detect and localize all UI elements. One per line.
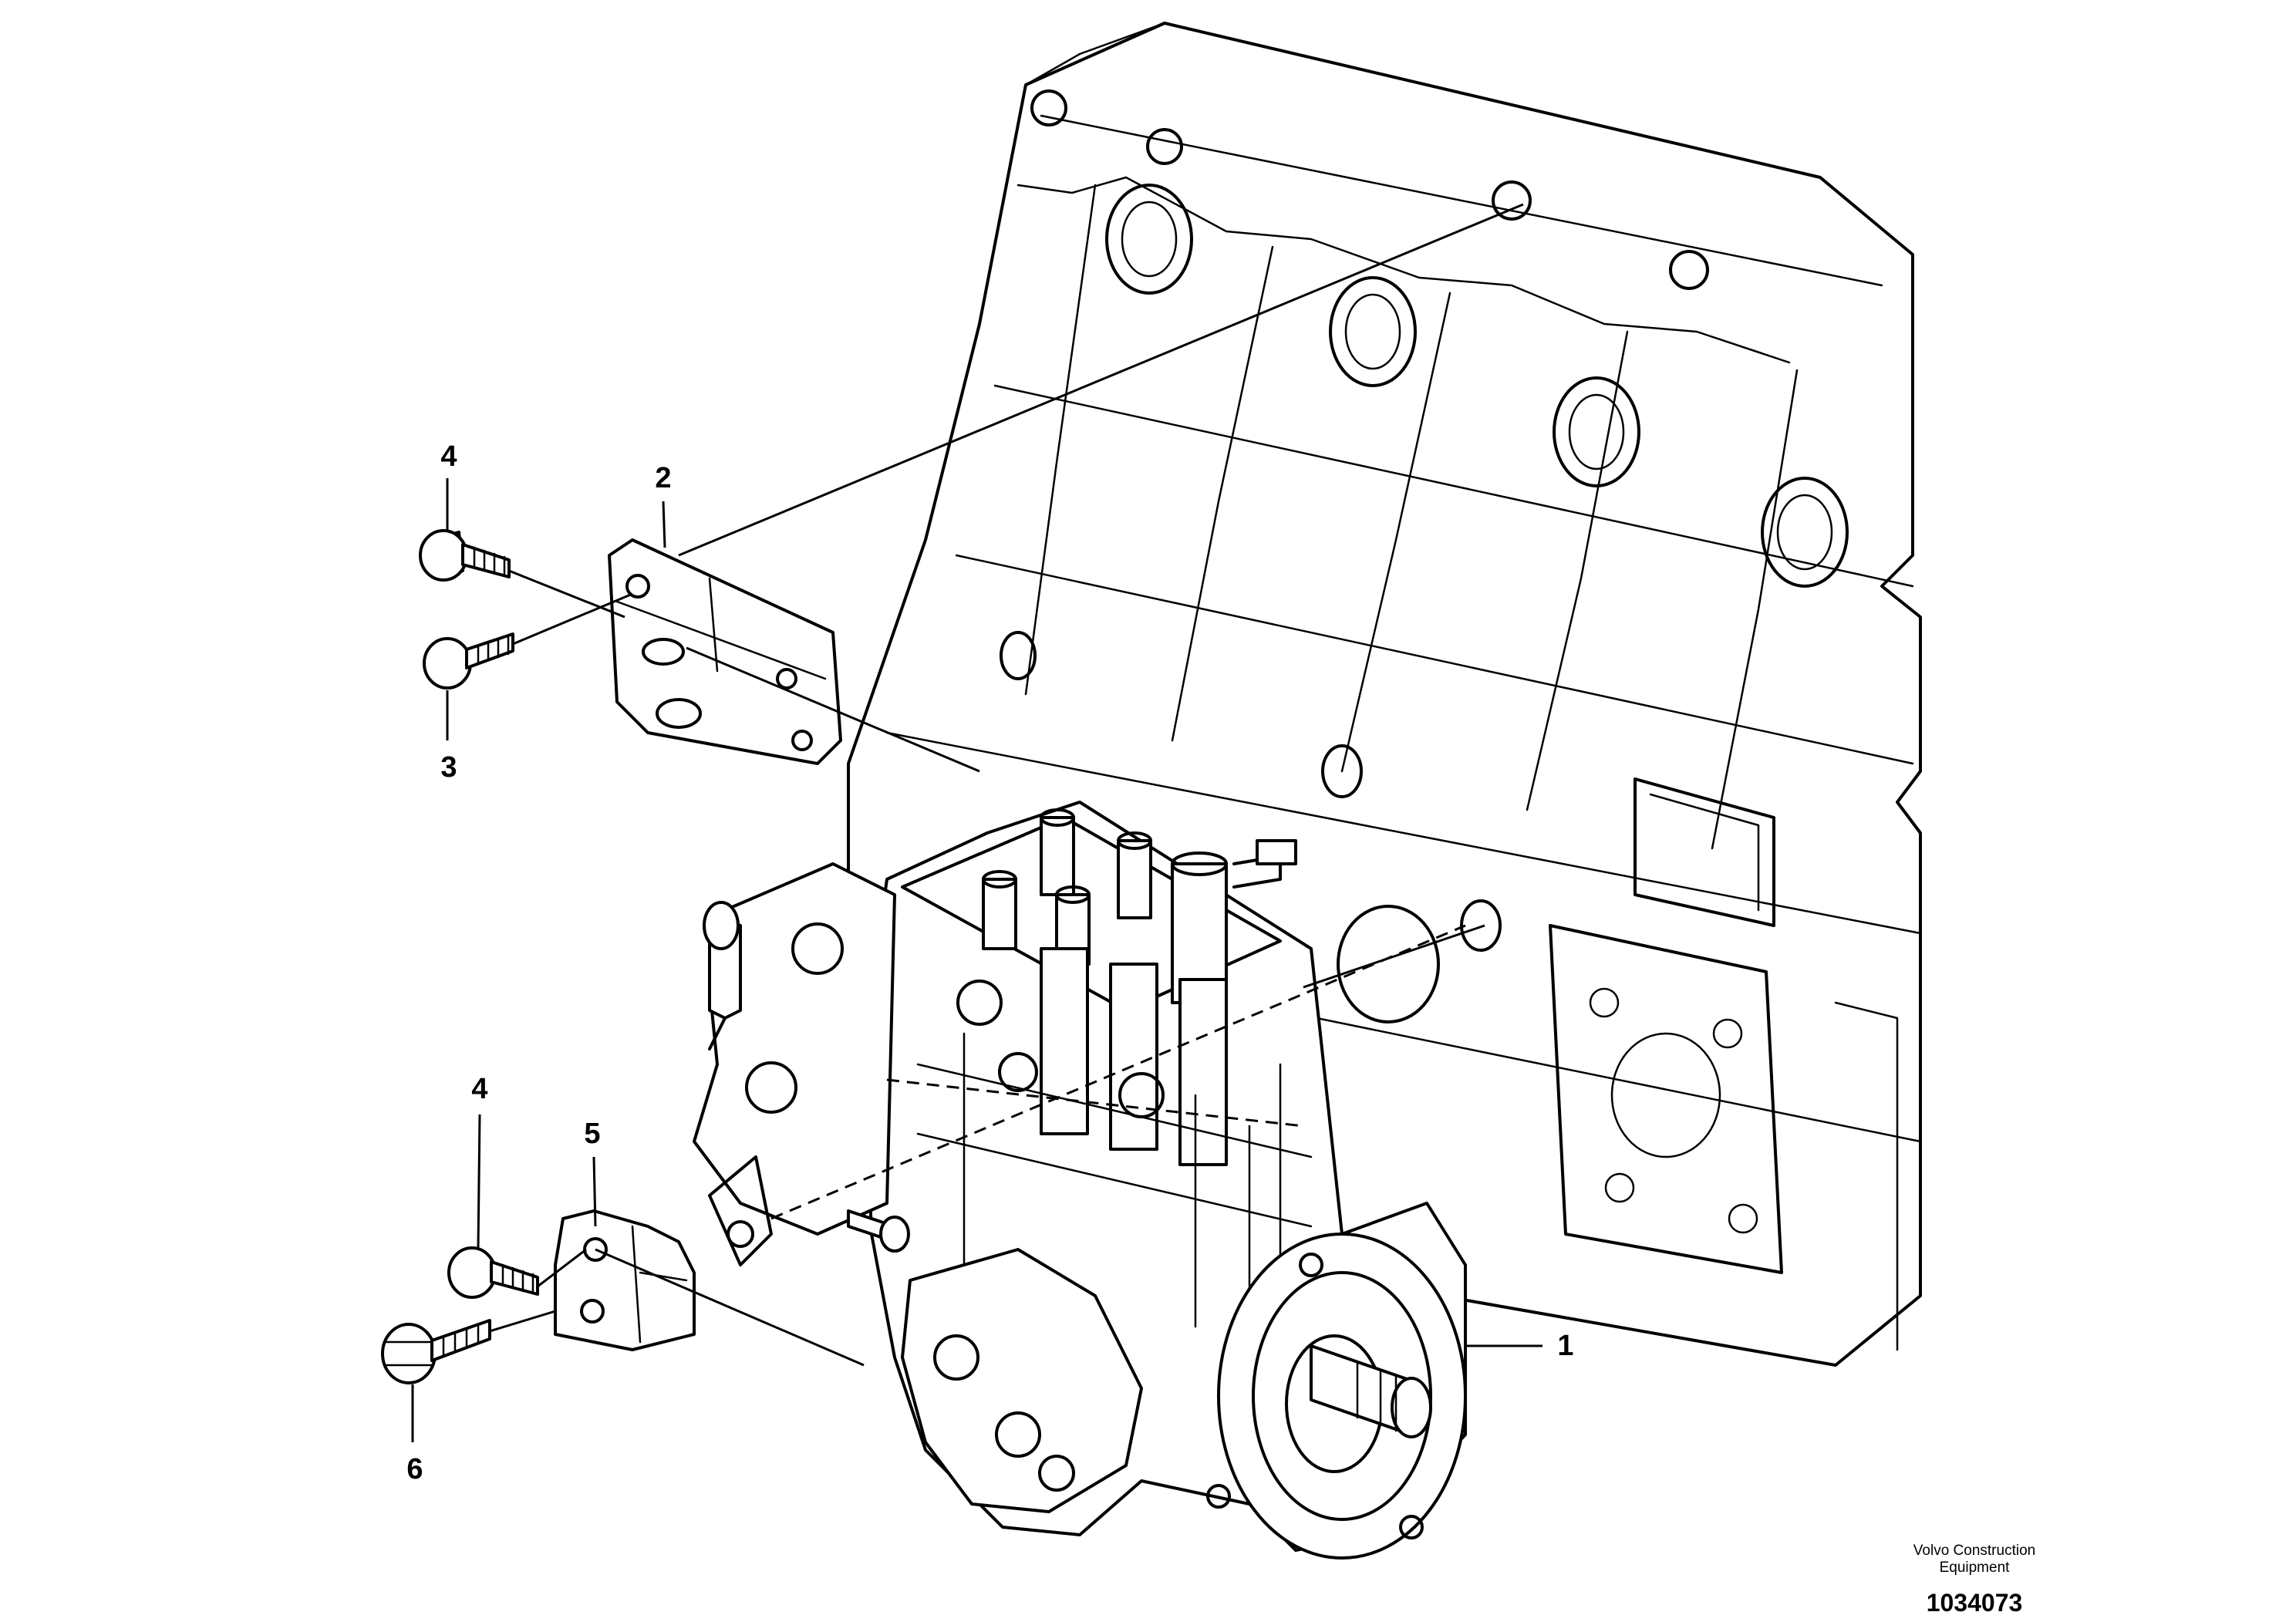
screw-part-3 bbox=[423, 632, 514, 690]
screw-part-4-lower bbox=[447, 1246, 539, 1299]
manufacturer-credit: Volvo Construction Equipment bbox=[1874, 1543, 2075, 1576]
bracket-part-5 bbox=[554, 1209, 696, 1351]
bracket-part-2 bbox=[608, 538, 842, 765]
callout-2: 2 bbox=[655, 462, 672, 494]
callout-4-lower: 4 bbox=[471, 1073, 488, 1105]
pump-studs bbox=[703, 839, 1297, 1253]
callout-6: 6 bbox=[406, 1453, 423, 1485]
drawing-number: 1034073 bbox=[1926, 1589, 2023, 1617]
engine-block bbox=[847, 22, 1922, 1367]
screw-part-6 bbox=[381, 1319, 491, 1384]
credit-line-1: Volvo Construction bbox=[1913, 1543, 2036, 1559]
callout-1: 1 bbox=[1557, 1330, 1574, 1362]
assembly-lines bbox=[411, 203, 1542, 1442]
credit-line-2: Equipment bbox=[1939, 1560, 2010, 1576]
callout-5: 5 bbox=[584, 1118, 601, 1150]
injection-pump bbox=[693, 801, 1467, 1560]
callout-4-upper: 4 bbox=[440, 440, 457, 473]
screw-part-4-upper bbox=[419, 529, 511, 582]
callout-3: 3 bbox=[440, 751, 457, 784]
